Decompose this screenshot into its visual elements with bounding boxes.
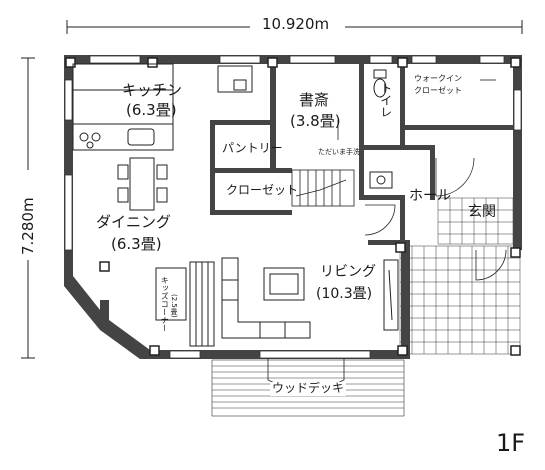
kids-corner-line2: (2.5畳) — [170, 294, 179, 318]
columns — [65, 57, 521, 356]
kids-corner-steps — [155, 261, 215, 347]
dining-size: (6.3畳) — [111, 235, 162, 253]
kitchen-size: (6.3畳) — [126, 101, 177, 119]
study-size: (3.8畳) — [290, 112, 341, 130]
width-dimension: 10.920m — [262, 15, 330, 33]
toilet-icon — [373, 69, 387, 98]
staircase — [291, 169, 355, 207]
width-dimension-line — [66, 20, 523, 34]
living-size: (10.3畳) — [316, 286, 373, 302]
height-dimension-line — [21, 57, 35, 359]
floor-label: 1F — [496, 429, 526, 457]
study-name: 書斎 — [299, 91, 330, 109]
height-dimension: 7.280m — [19, 197, 37, 255]
kitchen-name: キッチン — [122, 81, 183, 99]
dining-table — [117, 157, 168, 211]
interior-walls — [210, 55, 515, 245]
terrace-tile — [399, 245, 521, 355]
sofa — [221, 257, 311, 339]
closet-label: クローゼット — [226, 183, 299, 197]
kitchen-counter — [72, 63, 174, 151]
wood-deck-label: ウッドデッキ — [270, 381, 347, 396]
windows — [64, 55, 522, 359]
hall-label: ホール — [409, 188, 451, 204]
fridge-icon — [217, 65, 253, 93]
walkin-closet-line2: クローゼット — [414, 86, 462, 95]
entrance-label: 玄関 — [468, 204, 496, 220]
dining-name: ダイニング — [96, 213, 172, 231]
hand-wash-note: ただいま手洗 — [318, 148, 360, 156]
doors — [337, 79, 507, 281]
wood-deck — [211, 359, 405, 417]
living-name: リビング — [320, 264, 376, 280]
pantry-label: パントリー — [222, 141, 283, 155]
hand-wash-icon — [369, 171, 393, 189]
walkin-closet-line1: ウォークイン — [414, 74, 462, 83]
toilet-label: トイレ — [378, 82, 393, 118]
kids-corner-line1: キッズコーナー — [160, 276, 170, 332]
tv-board — [383, 259, 399, 331]
